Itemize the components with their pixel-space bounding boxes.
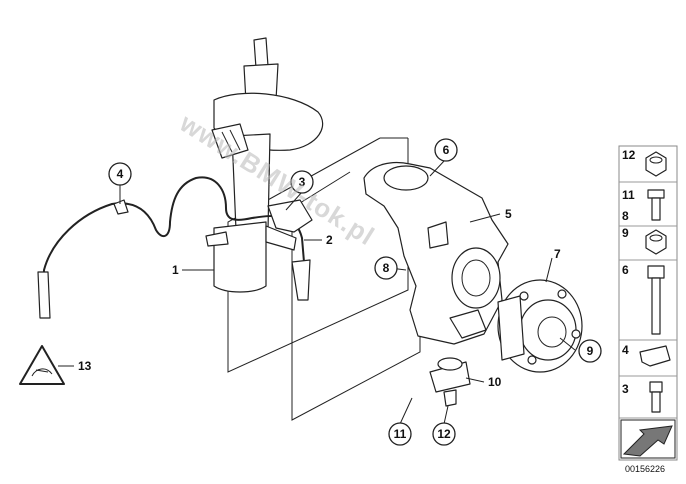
small-parts-panel: 12 11 8 9 6 4 3: [618, 145, 678, 461]
callout-8[interactable]: 8: [374, 256, 398, 280]
callout-7[interactable]: 7: [554, 247, 561, 261]
abs-sensor-wire: [37, 176, 313, 319]
callout-2[interactable]: 2: [326, 233, 333, 247]
callout-3[interactable]: 3: [290, 170, 314, 194]
steering-knuckle: [363, 161, 509, 345]
callout-11[interactable]: 11: [388, 422, 412, 446]
panel-label-4[interactable]: 4: [622, 343, 629, 357]
svg-text:4: 4: [117, 167, 124, 181]
diagram-id: 00156226: [625, 464, 665, 474]
callout-5[interactable]: 5: [505, 207, 512, 221]
ball-joint: [429, 357, 471, 407]
callout-13[interactable]: 13: [78, 359, 92, 373]
panel-label-11[interactable]: 11: [622, 188, 635, 202]
leader-lines: [58, 159, 576, 425]
svg-text:12: 12: [437, 427, 451, 441]
svg-text:8: 8: [383, 261, 390, 275]
panel-label-3[interactable]: 3: [622, 382, 629, 396]
panel-label-6[interactable]: 6: [622, 263, 629, 277]
panel-label-9[interactable]: 9: [622, 226, 629, 240]
callout-4[interactable]: 4: [108, 162, 132, 186]
panel-label-12[interactable]: 12: [622, 148, 636, 162]
callout-10[interactable]: 10: [488, 375, 502, 389]
svg-text:6: 6: [443, 143, 450, 157]
direction-arrow-icon: [622, 425, 673, 457]
callout-12[interactable]: 12: [432, 422, 456, 446]
svg-text:9: 9: [587, 344, 594, 358]
callout-6[interactable]: 6: [434, 138, 458, 162]
shock-absorber-strut: [205, 37, 324, 293]
svg-text:3: 3: [299, 175, 306, 189]
callout-1[interactable]: 1: [172, 263, 179, 277]
callout-9[interactable]: 9: [578, 339, 602, 363]
panel-label-8[interactable]: 8: [622, 209, 629, 223]
wheel-hub: [497, 279, 583, 373]
svg-text:11: 11: [394, 427, 407, 441]
warning-label-13: [19, 345, 65, 385]
